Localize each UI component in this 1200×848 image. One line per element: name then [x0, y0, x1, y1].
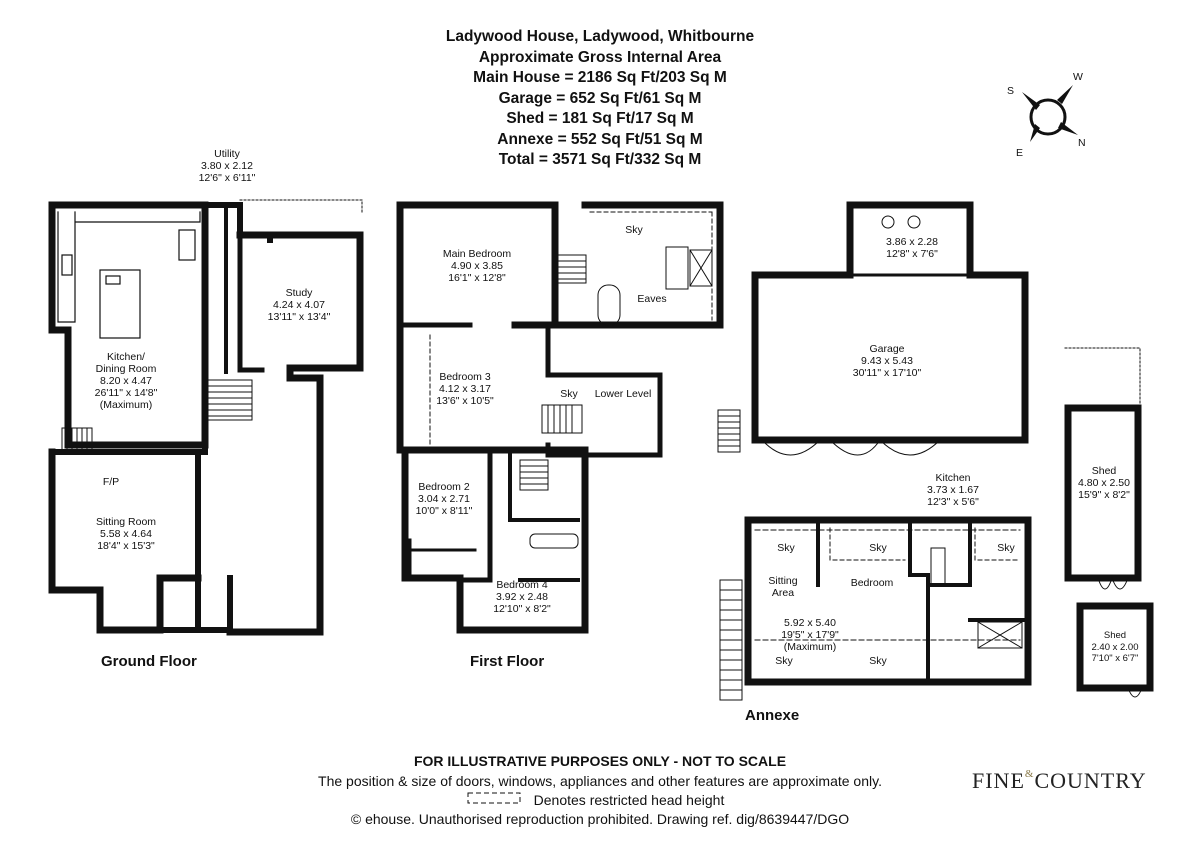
bedroom3-name: Bedroom 3	[439, 371, 491, 383]
brand-left: FINE	[972, 768, 1025, 793]
area-main-house: Main House = 2186 Sq Ft/203 Sq M	[473, 69, 727, 86]
annexe-main-metric: 5.92 x 5.40	[784, 617, 836, 629]
utility-metric: 3.80 x 2.12	[201, 160, 253, 172]
ground-stairs	[61, 379, 253, 453]
area-total: Total = 3571 Sq Ft/332 Sq M	[498, 151, 702, 168]
skylight-label: Sky	[560, 388, 578, 400]
main-bedroom-name: Main Bedroom	[443, 248, 512, 260]
compass-n: N	[1078, 137, 1086, 149]
bedroom3-metric: 4.12 x 3.17	[439, 383, 491, 395]
compass-icon: S W E N	[1007, 71, 1086, 159]
garage-store-imperial: 12'8" x 7'6"	[886, 248, 938, 260]
garage-steps	[717, 215, 921, 453]
restricted-height-legend-icon	[467, 792, 521, 804]
annexe-main-imperial: 19'5" x 17'9"	[781, 629, 839, 641]
brand-right: COUNTRY	[1034, 768, 1147, 793]
kitchen-imperial: 26'11" x 14'8"	[95, 387, 158, 399]
compass-s: S	[1007, 85, 1014, 97]
bedroom2-imperial: 10'0" x 8'11"	[416, 505, 473, 517]
garage-store-metric: 3.86 x 2.28	[886, 236, 938, 248]
ground-floor-label: Ground Floor	[101, 653, 197, 670]
brand-logo: FINE&COUNTRY	[972, 768, 1147, 794]
annexe-sitting-2: Area	[772, 587, 794, 599]
skylight-label: Sky	[869, 542, 887, 554]
eaves-label: Eaves	[637, 293, 666, 305]
kitchen-metric: 8.20 x 4.47	[100, 375, 152, 387]
fireplace-label: F/P	[103, 476, 119, 488]
area-shed: Shed = 181 Sq Ft/17 Sq M	[506, 110, 694, 127]
annexe-walls	[744, 516, 1032, 686]
kitchen-name-2: Dining Room	[96, 363, 157, 375]
garage-name: Garage	[869, 343, 904, 355]
bedroom4-metric: 3.92 x 2.48	[496, 591, 548, 603]
shed-walls	[1064, 347, 1154, 698]
sitting-room-imperial: 18'4" x 15'3"	[97, 540, 155, 552]
area-heading: Approximate Gross Internal Area	[478, 49, 722, 66]
restricted-height-note: Denotes restricted head height	[533, 792, 725, 808]
utility-name: Utility	[214, 148, 240, 160]
annexe-kitchen-metric: 3.73 x 1.67	[927, 484, 979, 496]
sitting-room-name: Sitting Room	[96, 516, 156, 528]
first-floor-walls	[396, 201, 724, 634]
study-imperial: 13'11" x 13'4"	[268, 311, 331, 323]
main-bedroom-imperial: 16'1" x 12'8"	[448, 272, 506, 284]
first-floor-fittings	[519, 246, 713, 549]
shed-large-imperial: 15'9" x 8'2"	[1078, 489, 1130, 501]
shed-small-imperial: 7'10" x 6'7"	[1092, 653, 1139, 664]
utility-imperial: 12'6" x 6'11"	[199, 172, 256, 184]
kitchen-name-1: Kitchen/	[107, 351, 145, 363]
bedroom4-name: Bedroom 4	[496, 579, 548, 591]
annexe-label: Annexe	[745, 707, 799, 724]
annexe-kitchen-name: Kitchen	[935, 472, 970, 484]
bedroom3-imperial: 13'6" x 10'5"	[436, 395, 494, 407]
study-name: Study	[286, 287, 314, 299]
annexe-bedroom-name: Bedroom	[851, 577, 894, 589]
area-garage: Garage = 652 Sq Ft/61 Sq M	[498, 90, 702, 107]
compass-e: E	[1016, 147, 1023, 159]
bedroom2-metric: 3.04 x 2.71	[418, 493, 470, 505]
kitchen-units	[57, 211, 201, 339]
kitchen-max: (Maximum)	[100, 399, 153, 411]
copyright-note: © ehouse. Unauthorised reproduction proh…	[350, 811, 850, 827]
skylight-label: Sky	[869, 655, 887, 667]
room-labels: Utility 3.80 x 2.12 12'6" x 6'11" Study …	[95, 148, 1139, 667]
annexe-main-max: (Maximum)	[784, 641, 837, 653]
garage-imperial: 30'11" x 17'10"	[853, 367, 922, 379]
annexe-fittings	[719, 547, 1023, 701]
disclaimer-text: The position & size of doors, windows, a…	[318, 773, 882, 789]
lower-level-label: Lower Level	[595, 388, 652, 400]
disclaimer-title: FOR ILLUSTRATIVE PURPOSES ONLY - NOT TO …	[413, 753, 787, 769]
study-metric: 4.24 x 4.07	[273, 299, 325, 311]
area-annexe: Annexe = 552 Sq Ft/51 Sq M	[497, 131, 703, 148]
bedroom4-imperial: 12'10" x 8'2"	[493, 603, 551, 615]
shed-small-metric: 2.40 x 2.00	[1091, 642, 1138, 653]
shed-large-name: Shed	[1092, 465, 1117, 477]
brand-amp: &	[1024, 768, 1035, 780]
sitting-room-metric: 5.58 x 4.64	[100, 528, 152, 540]
annexe-sitting-1: Sitting	[768, 575, 797, 587]
plan-title: Ladywood House, Ladywood, Whitbourne	[445, 28, 755, 45]
garage-metric: 9.43 x 5.43	[861, 355, 913, 367]
garage-walls	[751, 201, 1029, 456]
skylight-label: Sky	[775, 655, 793, 667]
skylight-label: Sky	[997, 542, 1015, 554]
first-floor-label: First Floor	[470, 653, 544, 670]
skylight-label: Sky	[625, 224, 643, 236]
skylight-label: Sky	[777, 542, 795, 554]
main-bedroom-metric: 4.90 x 3.85	[451, 260, 503, 272]
compass-w: W	[1073, 71, 1083, 83]
bedroom2-name: Bedroom 2	[418, 481, 470, 493]
shed-small-name: Shed	[1104, 630, 1126, 641]
shed-large-metric: 4.80 x 2.50	[1078, 477, 1130, 489]
annexe-kitchen-imperial: 12'3" x 5'6"	[927, 496, 979, 508]
ground-floor-walls	[48, 199, 364, 636]
